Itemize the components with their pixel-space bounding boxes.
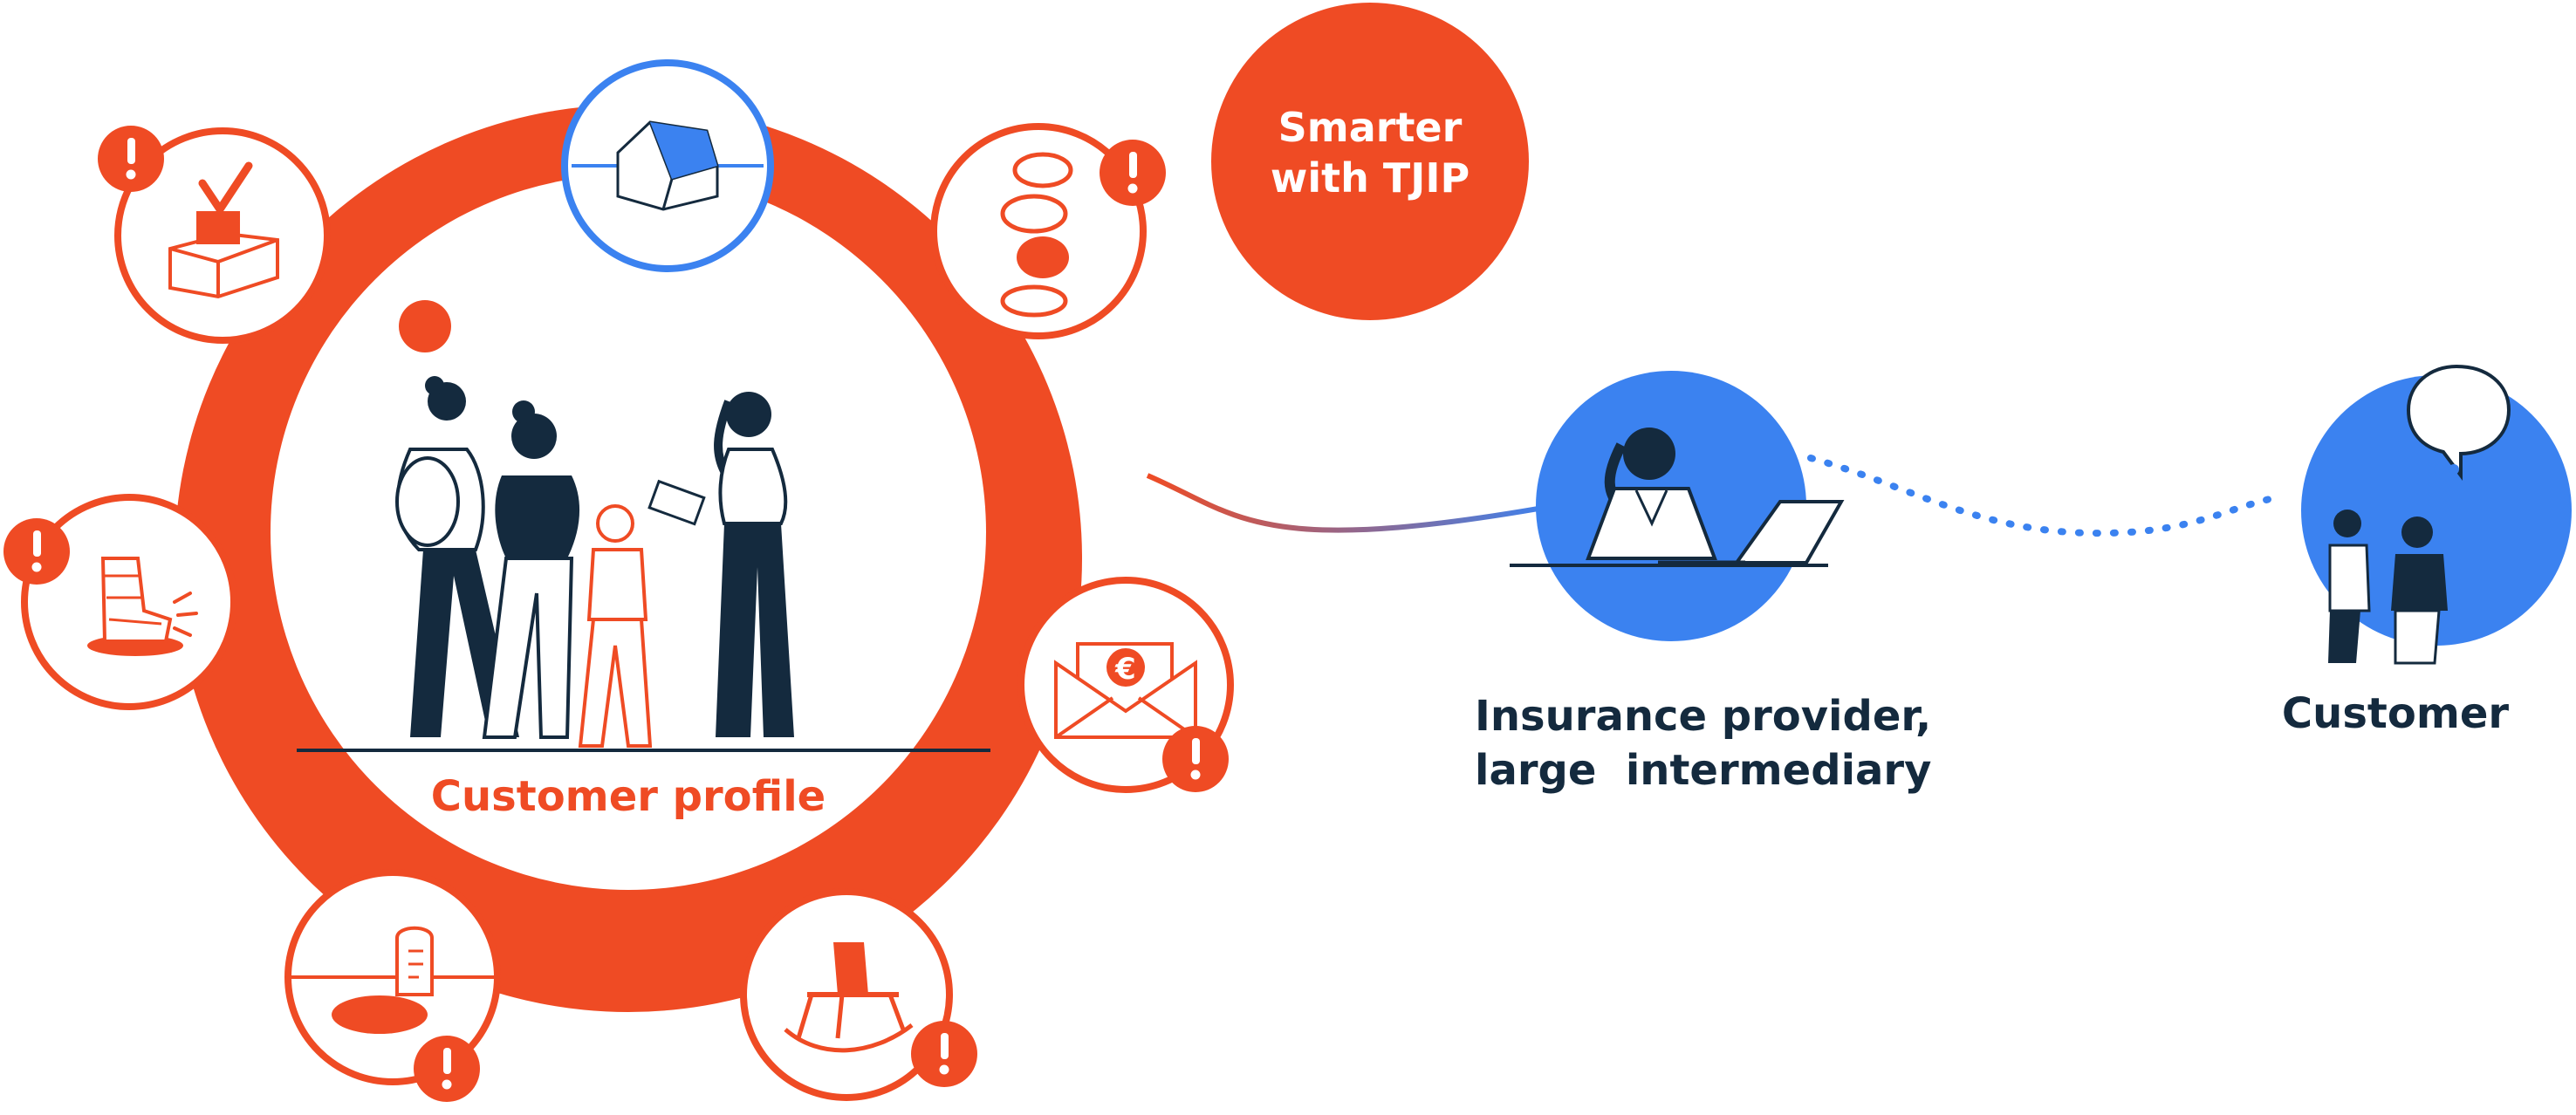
person-woman-advisor	[647, 392, 794, 737]
decorative-dot	[399, 300, 451, 352]
coins-icon	[1000, 152, 1073, 318]
provider-line-1: Insurance provider,	[1475, 692, 1932, 741]
connector-profile-to-provider	[1146, 473, 1554, 533]
bubble-coins	[930, 123, 1166, 339]
house-bubble	[561, 59, 774, 272]
exclamation-icon	[98, 126, 164, 192]
smarter-with-tjip-badge	[1211, 3, 1529, 320]
bubble-leg-cast	[3, 494, 237, 710]
person-woman-middle	[482, 400, 580, 739]
exclamation-icon	[414, 1036, 480, 1102]
person-woman-left	[395, 376, 519, 737]
house-icon	[616, 120, 719, 211]
connector-provider-to-customer	[1807, 455, 2281, 537]
gravestone-icon	[332, 926, 434, 1034]
family-illustration	[395, 376, 794, 748]
provider-line-2: large intermediary	[1475, 746, 1932, 796]
smarter-line-2: with TJIP	[1270, 154, 1470, 202]
exclamation-icon	[1162, 726, 1229, 792]
bubble-rocking-chair	[740, 888, 977, 1101]
insurance-provider-label: Insurance provider, large intermediary	[1475, 689, 1963, 798]
checked-boxes-icon	[168, 161, 279, 299]
customer-couple-icon	[2328, 510, 2448, 665]
exclamation-icon	[911, 1021, 977, 1087]
speech-bubble-icon	[2406, 364, 2511, 482]
customer-illustration	[2301, 364, 2572, 665]
person-child	[578, 504, 653, 748]
customer-profile-label: Customer profile	[430, 772, 826, 821]
svg-text:€: €	[1114, 652, 1136, 687]
euro-envelope-icon: €	[1054, 642, 1197, 739]
bubble-checked-boxes	[98, 126, 331, 344]
smarter-with-tjip-label: Smarter with TJIP	[1213, 103, 1527, 203]
bubble-gravestone	[284, 869, 501, 1102]
smarter-line-1: Smarter	[1278, 104, 1463, 151]
insurance-provider-illustration	[1510, 371, 1845, 641]
leg-cast-icon	[87, 557, 198, 656]
exclamation-icon	[1100, 140, 1166, 206]
bubble-euro-envelope: €	[1017, 577, 1234, 793]
exclamation-icon	[3, 518, 70, 585]
rocking-chair-icon	[784, 942, 914, 1053]
customer-label: Customer	[2281, 689, 2510, 738]
provider-woman-at-laptop-icon	[1586, 428, 1845, 565]
